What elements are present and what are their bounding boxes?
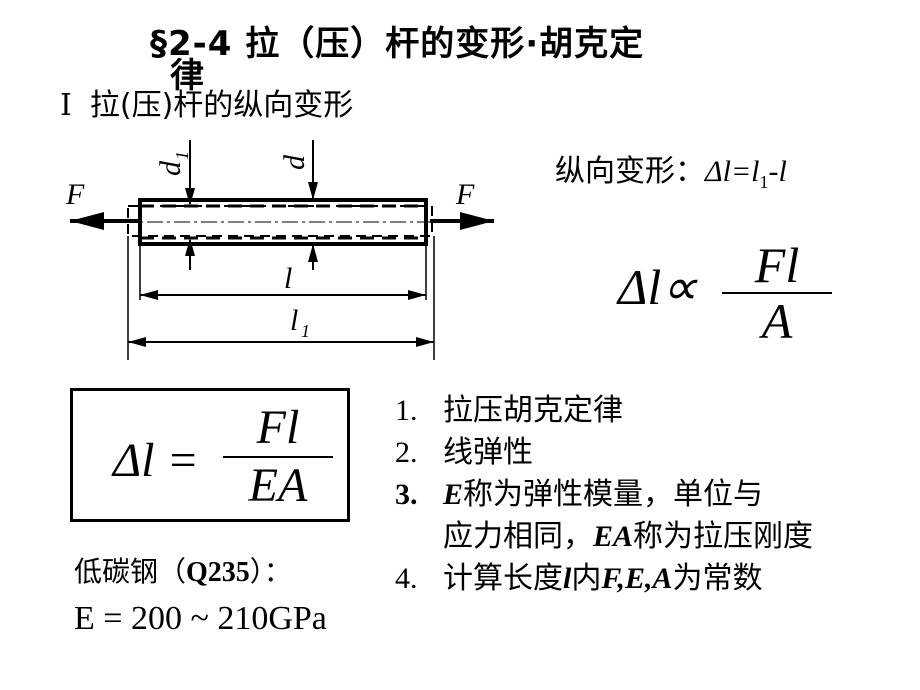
hooke-fraction: Fl EA <box>223 403 333 511</box>
longitudinal-formula-lhs: Δl=l <box>705 155 760 188</box>
l-label: l <box>284 262 292 295</box>
d1-arrow-bottom-icon <box>185 238 195 256</box>
proportional-denominator: A <box>761 293 793 349</box>
l1-subscript: 1 <box>301 321 310 341</box>
proportional-numerator: Fl <box>754 237 800 293</box>
deformed-bar-outline <box>127 205 433 237</box>
notes-list: 1.拉压胡克定律 2.线弹性 3.E称为弹性模量，单位与 应力相同，EA称为拉压… <box>395 390 915 600</box>
list-item-continuation: 应力相同，EA称为拉压刚度 <box>443 519 814 554</box>
proportional-fraction: Fl A <box>722 240 832 346</box>
proportional-lhs: Δl∝ <box>618 259 697 315</box>
d-arrow-top-icon <box>308 182 318 200</box>
d1-subscript: 1 <box>172 151 192 160</box>
list-item: 2.线弹性 <box>395 435 533 470</box>
hooke-numerator: Fl <box>256 401 300 454</box>
page-title: §2-4 拉（压）杆的变形·胡克定 <box>150 24 645 64</box>
page-title-wrap: 律 <box>170 56 204 96</box>
section-text: 拉(压)杆的纵向变形 <box>89 88 354 123</box>
list-item: 1.拉压胡克定律 <box>395 393 623 428</box>
proportionality-formula: Δl∝ Fl A <box>618 240 858 346</box>
l1-label: l <box>290 304 298 337</box>
longitudinal-formula-sub: 1 <box>759 172 769 192</box>
list-item: 3.E称为弹性模量，单位与 <box>395 477 764 512</box>
longitudinal-formula-rhs: -l <box>768 155 787 188</box>
fraction-bar <box>223 456 333 458</box>
left-force-arrow-icon <box>70 212 104 230</box>
force-right-label: F <box>455 178 475 211</box>
fraction-bar <box>722 292 832 294</box>
force-left-label: F <box>65 178 85 211</box>
hooke-denominator: EA <box>248 459 308 512</box>
section-number: Ⅰ <box>60 88 72 123</box>
elastic-modulus-value: E = 200 ~ 210GPa <box>74 600 327 637</box>
right-force-arrow-icon <box>460 212 494 230</box>
d1-arrow-top-icon <box>185 188 195 206</box>
d1-label: d <box>154 160 187 176</box>
longitudinal-label: 纵向变形： <box>555 154 705 189</box>
d-arrow-bottom-icon <box>308 244 318 262</box>
hooke-law-box: Δl = Fl EA <box>70 388 350 522</box>
steel-label: 低碳钢（Q235）： <box>74 555 292 588</box>
section-heading: Ⅰ 拉(压)杆的纵向变形 <box>60 86 353 126</box>
list-item: 4.计算长度l内F,E,A为常数 <box>395 561 763 596</box>
hooke-lhs: Δl = <box>113 434 199 487</box>
longitudinal-deformation: 纵向变形：Δl=l1-l <box>555 152 787 202</box>
d-label: d <box>278 154 311 170</box>
